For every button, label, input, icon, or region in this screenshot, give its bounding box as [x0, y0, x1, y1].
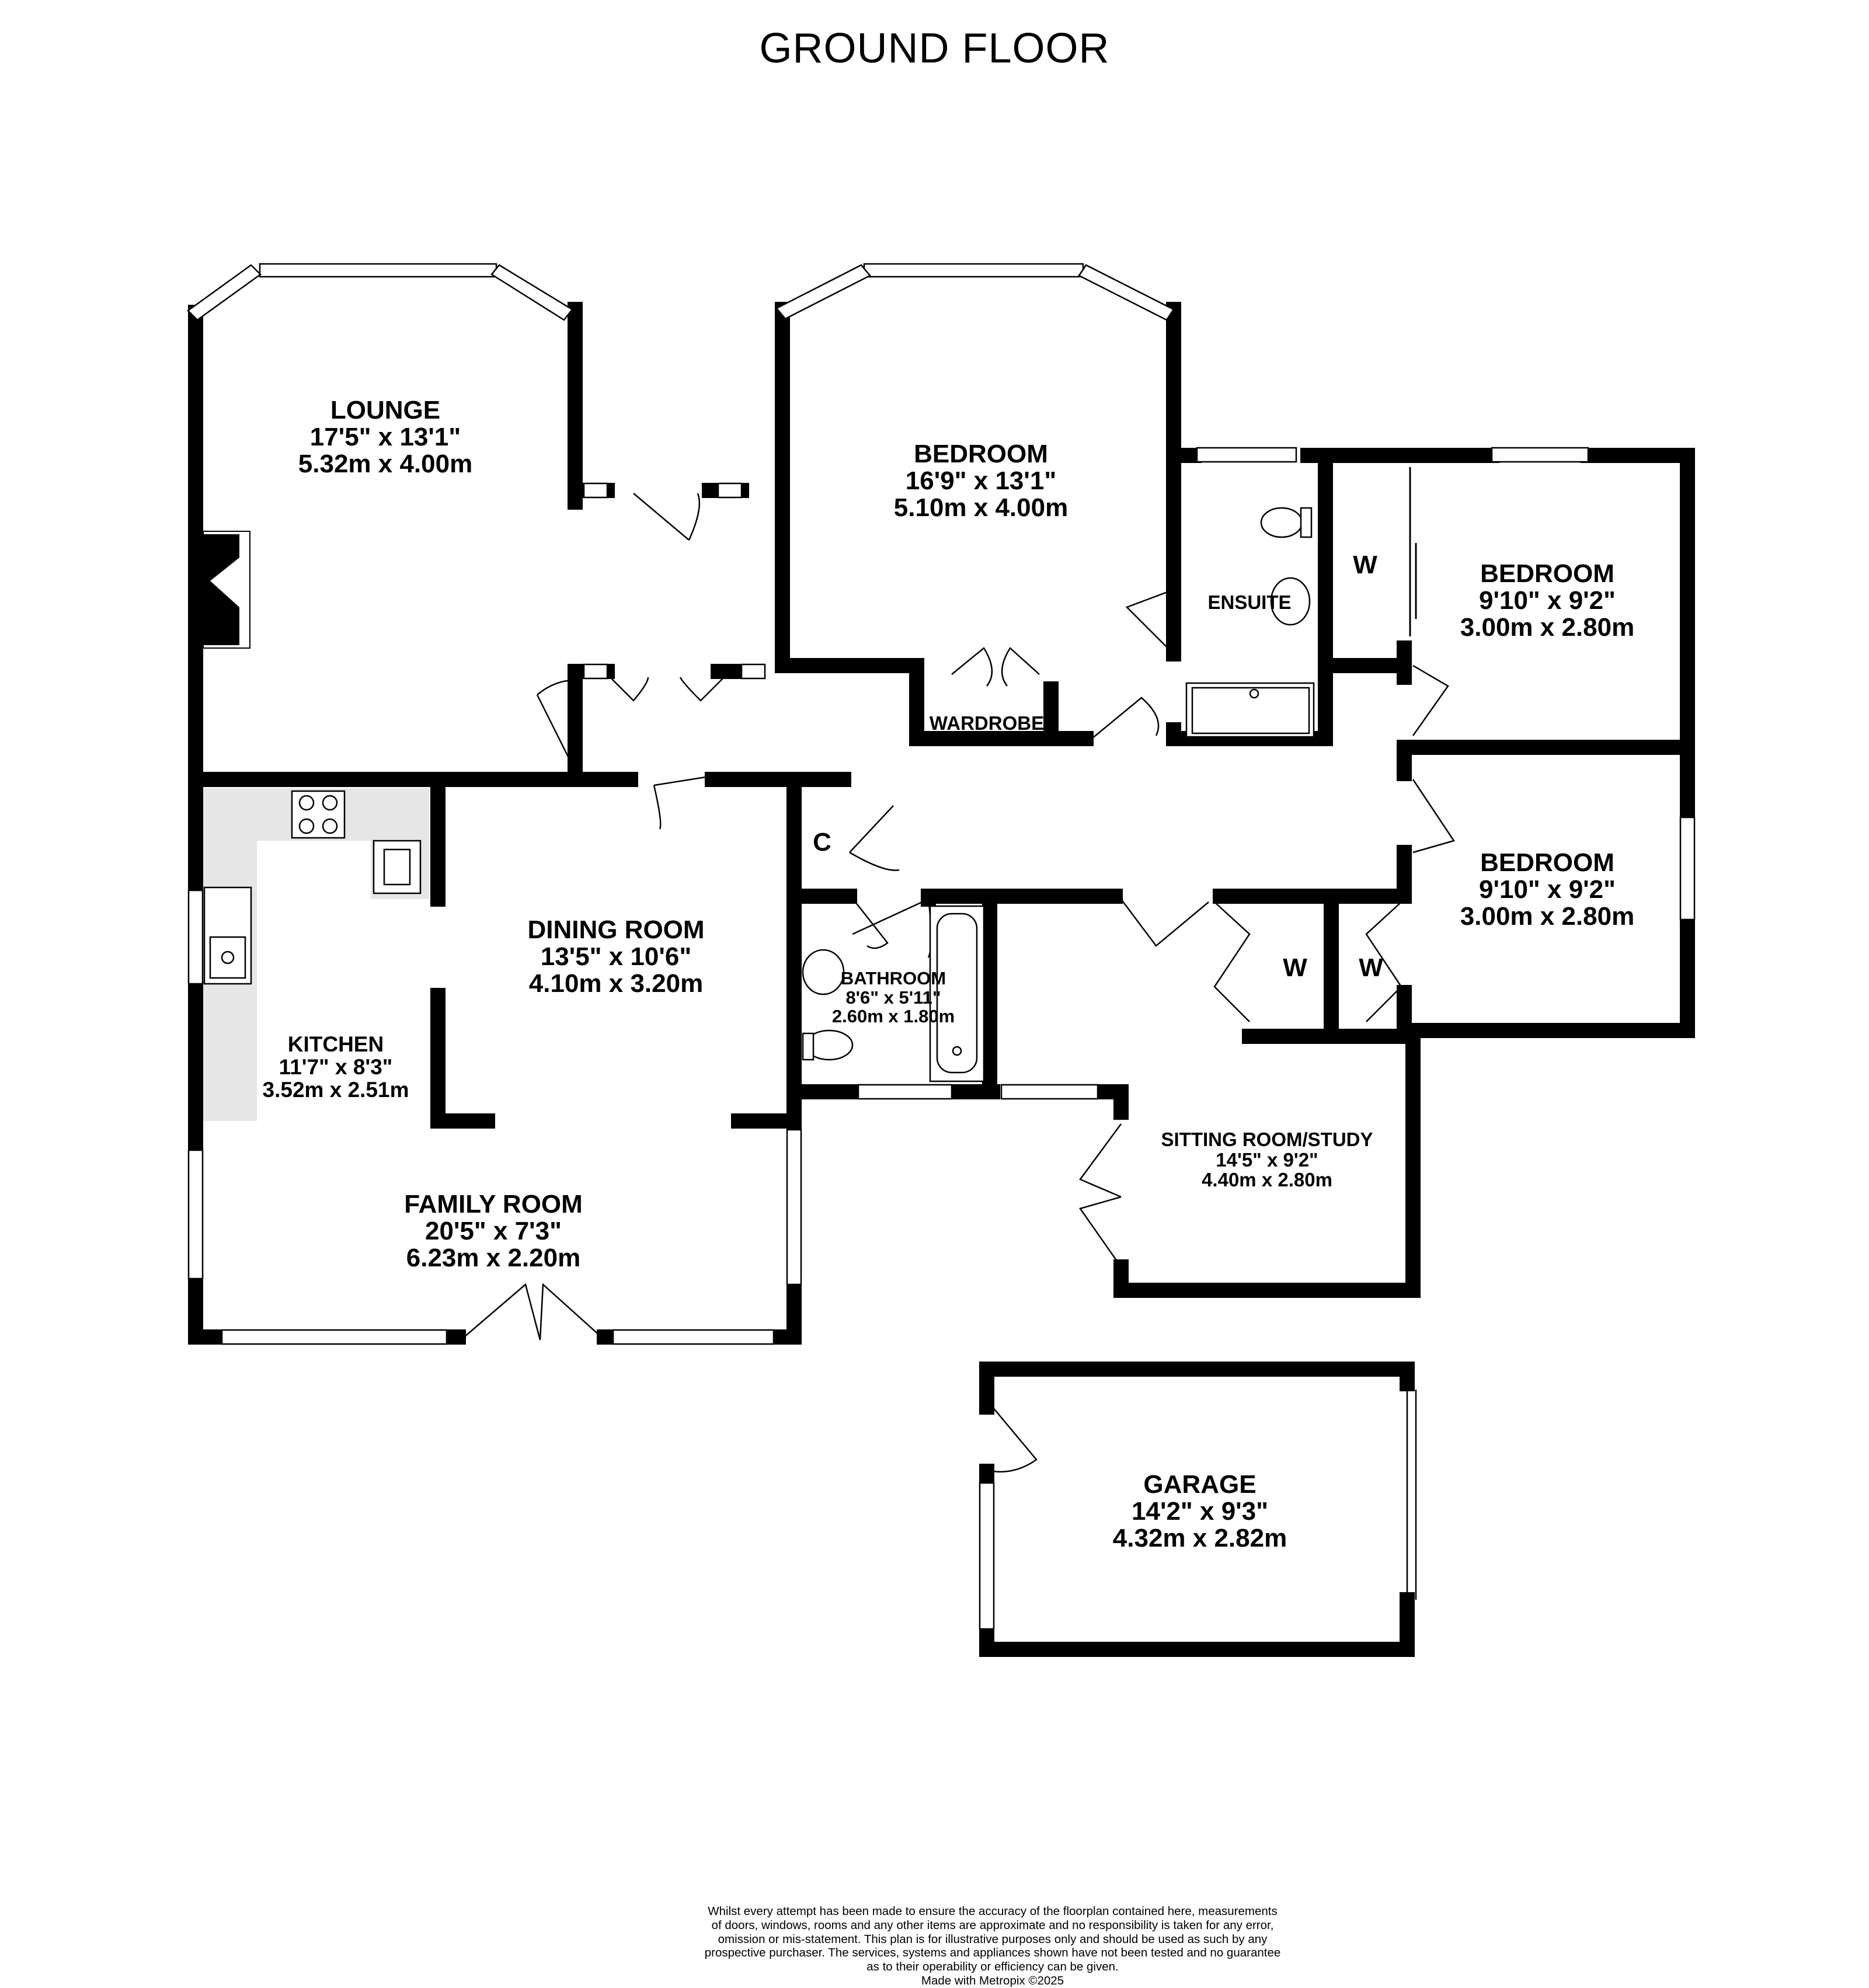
room-imperial: 9'10" x 9'2" — [1479, 875, 1616, 904]
wardrobe-label: WARDROBE — [930, 713, 1044, 734]
bathroom-label: BATHROOM 8'6" x 5'11" 2.60m x 1.80m — [832, 969, 955, 1026]
wardrobe-w-label: W — [1359, 953, 1383, 982]
room-name: ENSUITE — [1207, 591, 1292, 613]
room-imperial: 16'9" x 13'1" — [905, 466, 1057, 496]
room-imperial: 11'7" x 8'3" — [279, 1054, 393, 1079]
cupboard-c-label: C — [813, 828, 831, 857]
disclaimer-line: prospective purchaser. The services, sys… — [704, 1946, 1281, 1960]
family-room-label: FAMILY ROOM 20'5" x 7'3" 6.23m x 2.20m — [404, 1190, 583, 1273]
garage-label: GARAGE 14'2" x 9'3" 4.32m x 2.82m — [1113, 1471, 1287, 1552]
room-name: BATHROOM — [840, 968, 946, 988]
room-metric: 2.60m x 1.80m — [831, 1006, 955, 1027]
room-metric: 3.00m x 2.80m — [1460, 613, 1635, 642]
microwave — [373, 840, 422, 894]
wardrobe-w-label: W — [1353, 551, 1377, 579]
room-metric: 4.32m x 2.82m — [1112, 1524, 1287, 1553]
room-imperial: 14'5" x 9'2" — [1216, 1148, 1318, 1171]
room-name: SITTING ROOM/STUDY — [1161, 1129, 1373, 1150]
floor-title: GROUND FLOOR — [759, 25, 1110, 72]
wardrobe-door — [1409, 467, 1417, 636]
room-imperial: 8'6" x 5'11" — [845, 987, 941, 1008]
walls — [188, 302, 1695, 1657]
kitchen-label: KITCHEN 11'7" x 8'3" 3.52m x 2.51m — [263, 1033, 409, 1102]
fireplace — [203, 531, 250, 649]
room-name: WARDROBE — [929, 712, 1045, 734]
lounge-label: LOUNGE 17'5" x 13'1" 5.32m x 4.00m — [298, 396, 473, 479]
sink — [203, 886, 252, 985]
room-name: LOUNGE — [330, 396, 441, 424]
room-name: DINING ROOM — [527, 915, 705, 944]
room-metric: 4.10m x 3.20m — [528, 969, 704, 998]
dining-room-label: DINING ROOM 13'5" x 10'6" 4.10m x 3.20m — [527, 915, 705, 998]
wardrobe-w-label: W — [1283, 953, 1307, 982]
ensuite-fixtures — [1185, 507, 1315, 738]
room-name: BEDROOM — [1480, 559, 1614, 588]
bedroom-main-label: BEDROOM 16'9" x 13'1" 5.10m x 4.00m — [893, 440, 1069, 523]
disclaimer-line: of doors, windows, rooms and any other i… — [711, 1918, 1274, 1932]
windows — [187, 263, 1696, 1630]
room-name: KITCHEN — [287, 1032, 384, 1056]
room-metric: 5.32m x 4.00m — [298, 450, 473, 479]
disclaimer-credit: Made with Metropix ©2025 — [921, 1973, 1064, 1987]
room-metric: 5.10m x 4.00m — [893, 493, 1069, 523]
room-imperial: 13'5" x 10'6" — [540, 942, 692, 972]
hob — [291, 790, 346, 839]
room-imperial: 14'2" x 9'3" — [1132, 1497, 1268, 1526]
room-metric: 3.00m x 2.80m — [1460, 902, 1635, 931]
sitting-room-label: SITTING ROOM/STUDY 14'5" x 9'2" 4.40m x … — [1161, 1129, 1373, 1191]
room-name: BEDROOM — [1480, 848, 1614, 877]
bathroom-fixtures — [802, 905, 985, 1082]
disclaimer-line: as to their operability or efficiency ca… — [866, 1960, 1119, 1974]
bedroom-2-label: BEDROOM 9'10" x 9'2" 3.00m x 2.80m — [1460, 560, 1634, 642]
disclaimer: Whilst every attempt has been made to en… — [613, 1905, 1372, 1988]
bedroom-3-label: BEDROOM 9'10" x 9'2" 3.00m x 2.80m — [1460, 849, 1634, 931]
room-metric: 4.40m x 2.80m — [1202, 1169, 1332, 1191]
disclaimer-line: omission or mis-statement. This plan is … — [718, 1932, 1268, 1946]
room-imperial: 17'5" x 13'1" — [309, 423, 461, 452]
disclaimer-line: Whilst every attempt has been made to en… — [708, 1905, 1278, 1918]
room-metric: 3.52m x 2.51m — [262, 1077, 409, 1102]
room-name: GARAGE — [1143, 1470, 1257, 1499]
doors — [464, 493, 1455, 1600]
room-imperial: 20'5" x 7'3" — [425, 1217, 562, 1246]
ensuite-label: ENSUITE — [1207, 591, 1292, 613]
room-imperial: 9'10" x 9'2" — [1479, 586, 1616, 615]
room-name: FAMILY ROOM — [404, 1190, 583, 1218]
room-metric: 6.23m x 2.20m — [406, 1244, 581, 1273]
room-name: BEDROOM — [914, 440, 1048, 468]
